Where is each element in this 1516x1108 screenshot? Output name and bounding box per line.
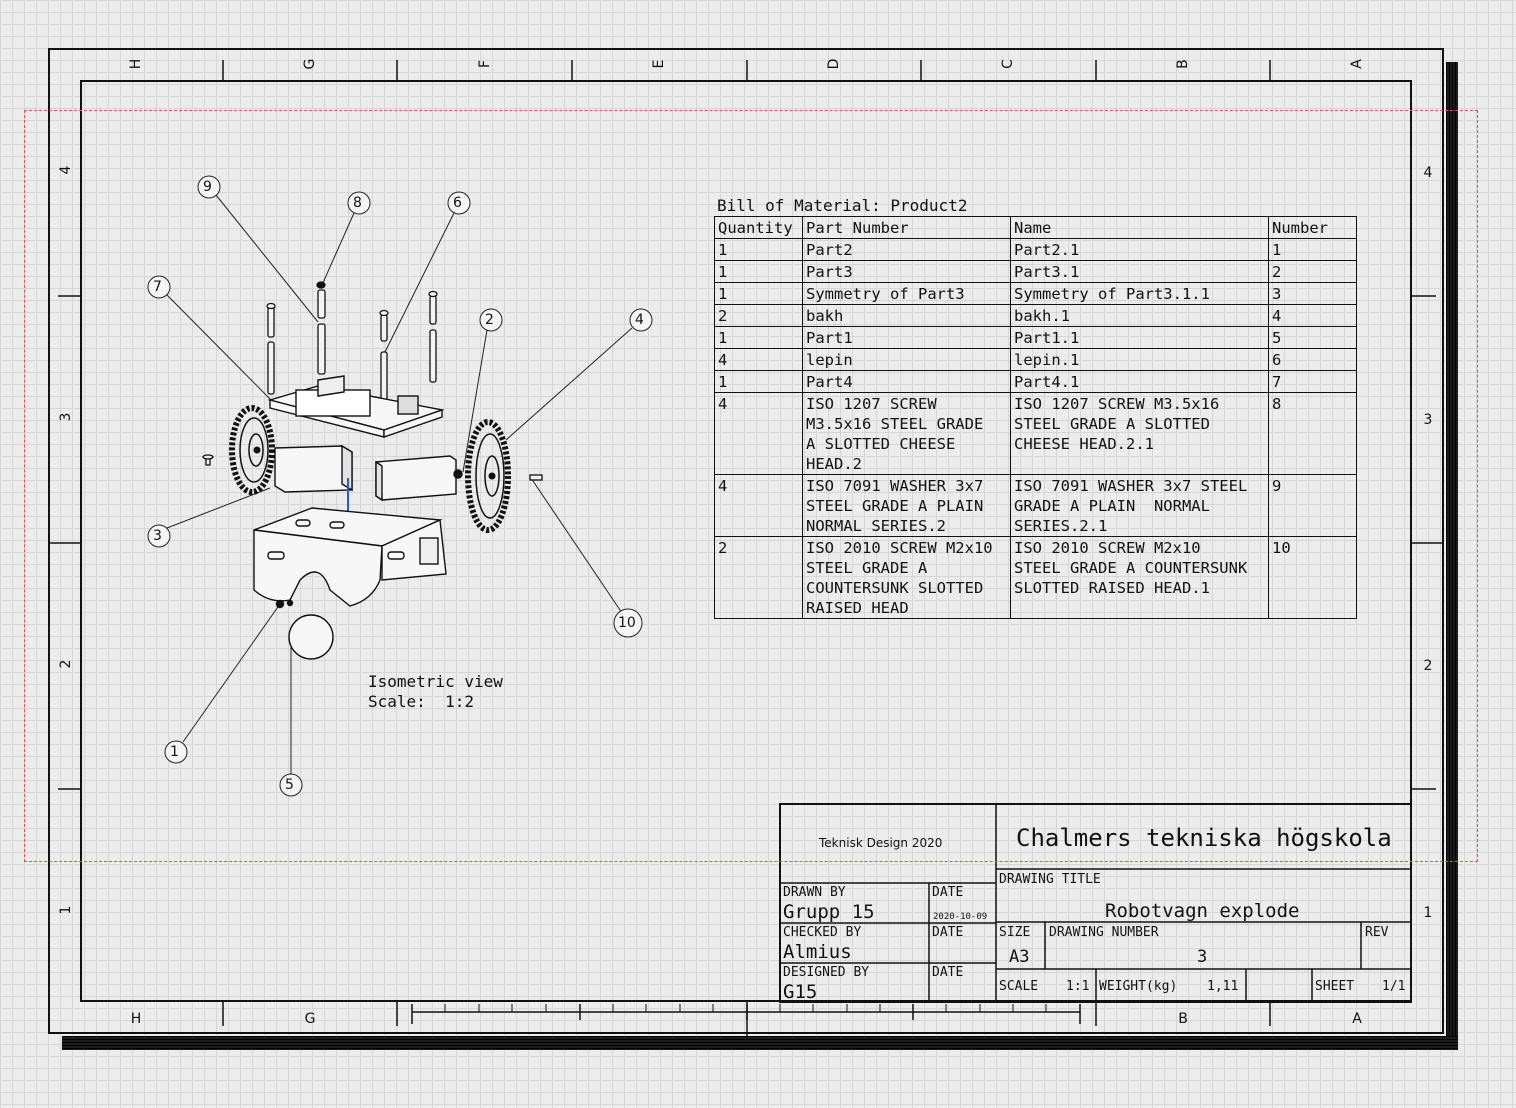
- bom-cell: 10: [1268, 536, 1357, 619]
- checked-by-value: Almius: [783, 941, 852, 963]
- sheet-value: 1/1: [1382, 979, 1406, 994]
- course-name: Teknisk Design 2020: [819, 836, 943, 850]
- screws: [202, 281, 543, 481]
- leader-lines: [166, 194, 633, 776]
- view-scale: Scale: 1:2: [368, 692, 474, 711]
- bom-cell: 9: [1268, 474, 1357, 537]
- callout-number: 5: [285, 777, 294, 793]
- zone-row-label: 3: [1423, 412, 1433, 428]
- motors: [274, 444, 463, 502]
- drawing-frame: [80, 80, 1412, 1002]
- caster-ball: [288, 614, 334, 660]
- scale-label: SCALE: [999, 979, 1039, 994]
- bom-cell: ISO 1207 SCREW M3.5x16 STEEL GRADE A SLO…: [1010, 392, 1269, 475]
- size-value: A3: [1009, 947, 1030, 967]
- date-label: DATE: [932, 885, 964, 900]
- bom-cell: Part2: [802, 238, 1011, 261]
- bom-cell: ISO 7091 WASHER 3x7 STEEL GRADE A PLAIN …: [802, 474, 1011, 537]
- designed-by-value: G15: [783, 981, 818, 1003]
- zone-col-label: B: [1178, 1011, 1188, 1027]
- callout-number: 1: [170, 744, 179, 760]
- bom-cell: Part1: [802, 326, 1011, 349]
- zone-col-label: G: [304, 1011, 316, 1027]
- bom-cell: 2: [714, 536, 803, 619]
- drawn-by-value: Grupp 15: [783, 901, 875, 923]
- callout-number: 10: [618, 615, 636, 631]
- callout-number: 8: [353, 195, 362, 211]
- checked-by-label: CHECKED BY: [783, 925, 862, 940]
- zone-col-label: A: [1352, 1011, 1362, 1027]
- left-wheel: [229, 405, 275, 495]
- rev-label: REV: [1365, 925, 1389, 940]
- callout-bubbles: [147, 175, 653, 797]
- bom-cell: ISO 2010 SCREW M2x10 STEEL GRADE A COUNT…: [1010, 536, 1269, 619]
- bom-cell: Part3: [802, 260, 1011, 283]
- bom-header-row: Quantity Part Number Name Number: [714, 216, 1357, 239]
- bom-header-cell: Part Number: [802, 216, 1011, 239]
- bom-header-cell: Number: [1268, 216, 1357, 239]
- drawing-number-value: 3: [1197, 947, 1208, 967]
- checked-date-label: DATE: [932, 925, 964, 940]
- bom-cell: Symmetry of Part3.1.1: [1010, 282, 1269, 305]
- zone-col-label: H: [130, 1011, 142, 1027]
- bom-cell: lepin.1: [1010, 348, 1269, 371]
- right-wheel: [465, 419, 511, 533]
- callout-number: 6: [453, 195, 462, 211]
- company-name: Chalmers tekniska högskola: [1016, 824, 1392, 852]
- zone-row-label: 2: [1423, 658, 1433, 674]
- drawing-title-label: DRAWING TITLE: [999, 872, 1101, 887]
- scale-value: 1:1: [1066, 979, 1090, 994]
- callout-number: 9: [203, 179, 212, 195]
- bom-cell: Part4: [802, 370, 1011, 393]
- top-plate: [267, 375, 445, 438]
- weight-value: 1,11: [1207, 979, 1239, 994]
- drawn-by-label: DRAWN BY: [783, 885, 846, 900]
- zone-row-label: 1: [1423, 905, 1433, 921]
- bom-cell: ISO 7091 WASHER 3x7 STEEL GRADE A PLAIN …: [1010, 474, 1269, 537]
- callout-number: 4: [635, 312, 644, 328]
- drawing-number-label: DRAWING NUMBER: [1049, 925, 1159, 940]
- weight-label: WEIGHT(kg): [1099, 979, 1178, 994]
- date-value: 2020-10-09: [933, 912, 988, 922]
- sheet-shadow-bottom: [62, 1036, 1458, 1050]
- bom-cell: 8: [1268, 392, 1357, 475]
- bom-cell: bakh.1: [1010, 304, 1269, 327]
- size-label: SIZE: [999, 925, 1031, 940]
- designed-by-label: DESIGNED BY: [783, 965, 870, 980]
- bom-title: Bill of Material: Product2: [717, 196, 968, 215]
- view-label: Isometric view Scale: 1:2: [368, 672, 503, 712]
- callout-number: 7: [153, 279, 162, 295]
- drawing-title-value: Robotvagn explode: [1105, 900, 1300, 922]
- bom-cell: ISO 2010 SCREW M2x10 STEEL GRADE A COUNT…: [802, 536, 1011, 619]
- zone-row-label: 4: [1423, 165, 1433, 181]
- bom-row: 4 ISO 1207 SCREW M3.5x16 STEEL GRADE A SL…: [714, 392, 1357, 475]
- bom-cell: 4: [714, 474, 803, 537]
- sheet-label: SHEET: [1315, 979, 1355, 994]
- view-name: Isometric view: [368, 672, 503, 691]
- drawing-sheet: [48, 48, 1444, 1034]
- sheet-shadow-right: [1446, 62, 1458, 1050]
- callout-number: 3: [153, 528, 162, 544]
- chassis: [253, 507, 447, 609]
- callout-number: 2: [485, 312, 494, 328]
- designed-date-label: DATE: [932, 965, 964, 980]
- bom-cell: 4: [714, 392, 803, 475]
